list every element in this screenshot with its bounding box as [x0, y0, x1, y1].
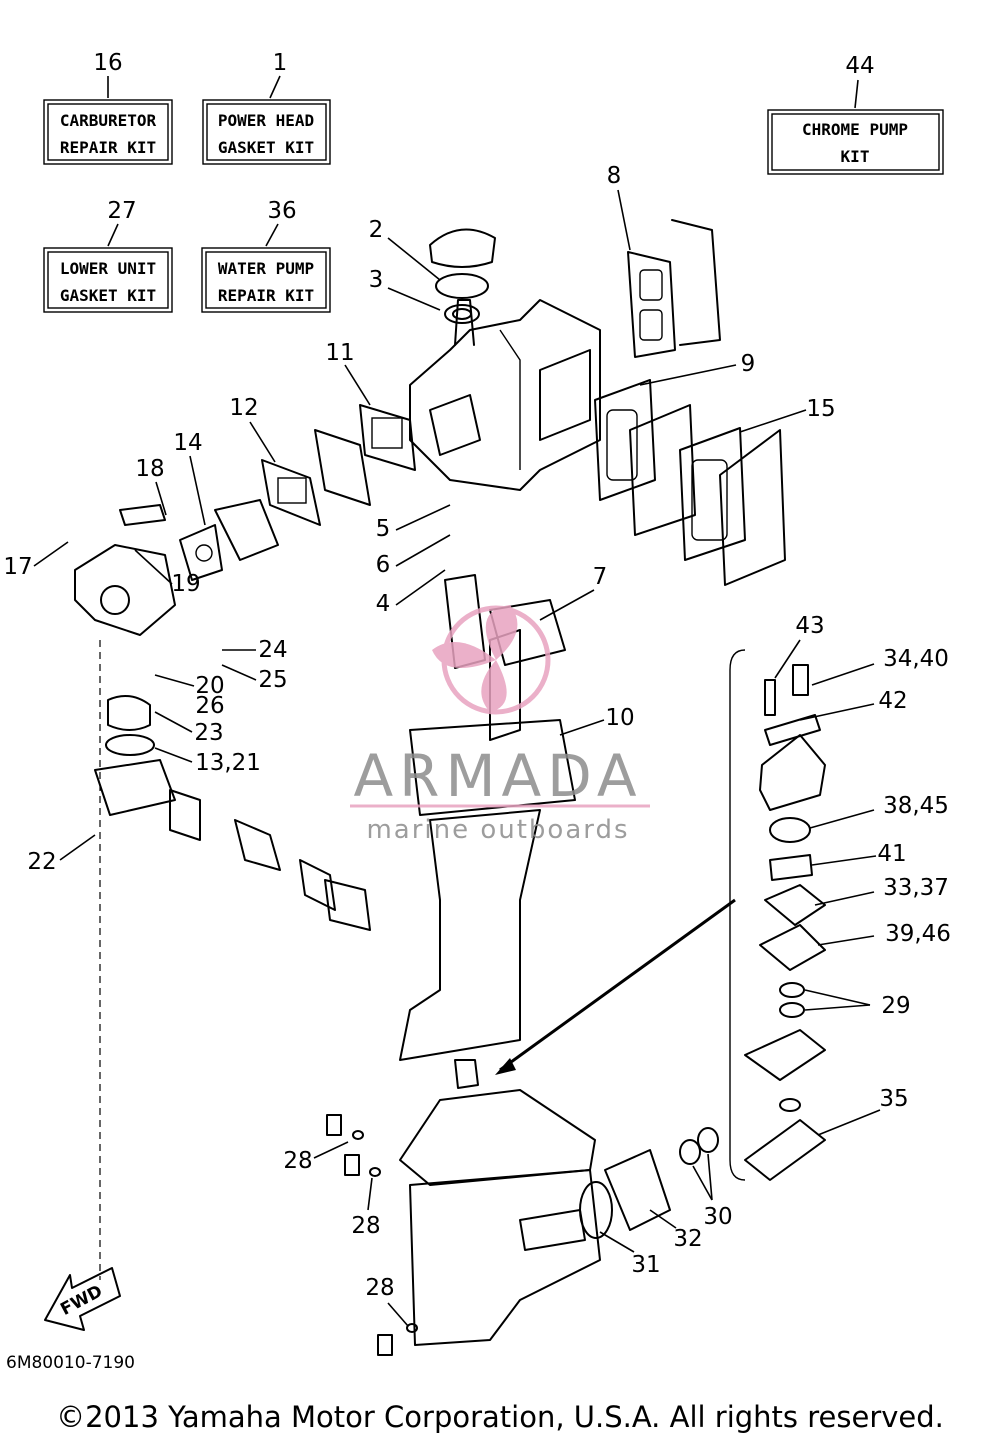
callout: 8 — [607, 163, 622, 189]
diagram-code: 6M80010-7190 — [6, 1353, 135, 1373]
kit-number: 44 — [845, 53, 874, 79]
callout: 41 — [877, 841, 906, 867]
kit-label-line2: REPAIR KIT — [60, 138, 156, 157]
callout: 24 — [258, 637, 287, 663]
bolts-28 — [326, 1114, 418, 1356]
callout: 6 — [376, 552, 391, 578]
callout: 34,40 — [883, 646, 949, 672]
callout: 25 — [258, 667, 287, 693]
fwd-arrow: FWD — [44, 1267, 121, 1331]
kit-label-line2: GASKET KIT — [60, 286, 156, 305]
exhaust-cover-parts — [594, 219, 786, 586]
callout: 22 — [27, 849, 56, 875]
kit-label-line2: GASKET KIT — [218, 138, 314, 157]
callout: 11 — [325, 340, 354, 366]
callout: 18 — [135, 456, 164, 482]
watermark-brand: ARMADA — [353, 742, 642, 810]
propeller-logo — [432, 605, 551, 715]
kit-label-line1: CHROME PUMP — [802, 120, 908, 139]
callout: 7 — [593, 564, 608, 590]
callout: 15 — [806, 396, 835, 422]
kit-label-line1: CARBURETOR — [60, 111, 157, 130]
callout: 38,45 — [883, 793, 949, 819]
armada-watermark: ARMADA marine outboards — [350, 605, 650, 845]
callout: 42 — [878, 688, 907, 714]
callout: 32 — [673, 1226, 702, 1252]
kit-number: 1 — [273, 50, 288, 76]
kit-label-line2: REPAIR KIT — [218, 286, 314, 305]
kit-box-water-pump-repair: 36 WATER PUMP REPAIR KIT — [201, 198, 331, 313]
callout: 35 — [879, 1086, 908, 1112]
callout: 5 — [376, 516, 391, 542]
kit-label-line1: POWER HEAD — [218, 111, 314, 130]
callout: 23 — [194, 720, 223, 746]
copyright-footer: ©2013 Yamaha Motor Corporation, U.S.A. A… — [56, 1400, 944, 1434]
carburetor-assembly — [74, 404, 416, 1280]
water-pump-parts — [495, 649, 826, 1181]
callout: 10 — [605, 705, 634, 731]
callout: 19 — [171, 571, 200, 597]
kit-number: 27 — [107, 198, 136, 224]
callout: 43 — [795, 613, 824, 639]
callout: 28 — [351, 1213, 380, 1239]
kit-label-line1: LOWER UNIT — [60, 259, 156, 278]
callout: 29 — [881, 993, 910, 1019]
kit-label-line1: WATER PUMP — [218, 259, 314, 278]
callout: 26 — [195, 693, 224, 719]
callout: 28 — [283, 1148, 312, 1174]
kit-box-lower-unit-gasket: 27 LOWER UNIT GASKET KIT — [43, 198, 173, 313]
callout: 39,46 — [885, 921, 951, 947]
callout: 14 — [173, 430, 202, 456]
lower-unit — [399, 1089, 719, 1346]
callouts: 2 3 8 11 9 12 14 18 15 5 6 4 17 19 7 24 … — [3, 163, 951, 1327]
callout: 20 — [195, 673, 224, 699]
callout: 28 — [365, 1275, 394, 1301]
kit-number: 36 — [267, 198, 296, 224]
kit-number: 16 — [93, 50, 122, 76]
callout: 13,21 — [195, 750, 261, 776]
callout: 9 — [741, 351, 756, 377]
callout: 31 — [631, 1252, 660, 1278]
kit-box-chrome-pump: 44 CHROME PUMP KIT — [767, 53, 944, 175]
power-head-block — [409, 228, 601, 491]
callout: 17 — [3, 554, 32, 580]
callout: 30 — [703, 1204, 732, 1230]
kit-box-power-head-gasket: 1 POWER HEAD GASKET KIT — [202, 50, 331, 165]
callout: 3 — [369, 267, 384, 293]
callout: 12 — [229, 395, 258, 421]
callout: 33,37 — [883, 875, 949, 901]
callout: 2 — [369, 217, 384, 243]
exploded-view-drawing: 16 CARBURETOR REPAIR KIT 1 POWER HEAD GA… — [3, 50, 951, 1373]
kit-box-carburetor-repair: 16 CARBURETOR REPAIR KIT — [43, 50, 173, 165]
kit-label-line2: KIT — [841, 147, 870, 166]
watermark-tagline: marine outboards — [366, 815, 629, 845]
callout: 4 — [376, 591, 391, 617]
